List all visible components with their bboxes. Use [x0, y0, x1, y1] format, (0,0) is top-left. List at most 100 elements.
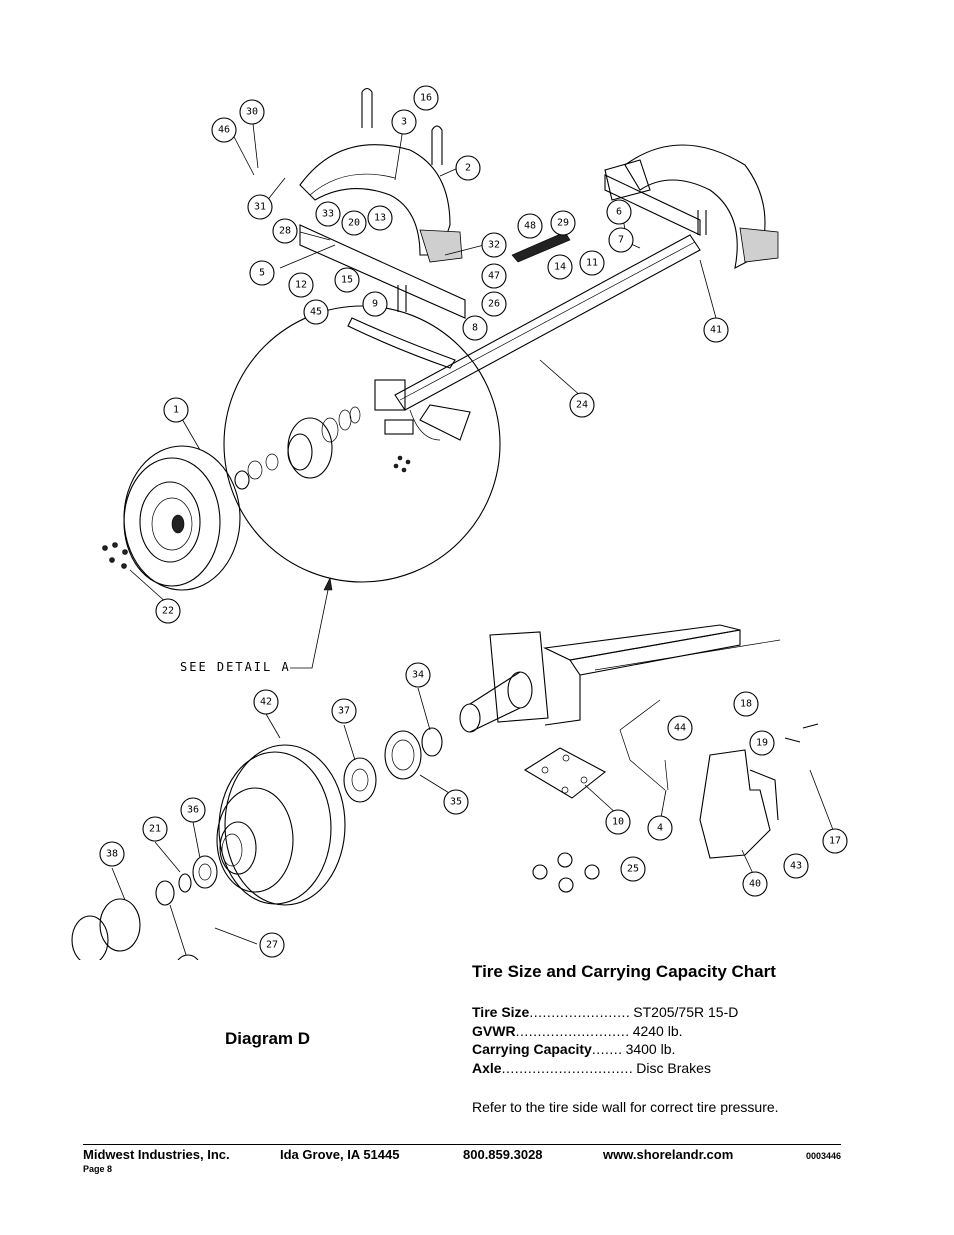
callout-bubble: [253, 689, 279, 715]
callout-number: 38: [106, 849, 118, 860]
callout-bubble: [303, 299, 329, 325]
left-fender: [299, 144, 463, 263]
callout-number: 46: [218, 125, 230, 136]
callout-number: 11: [586, 258, 598, 269]
callout-number: 48: [524, 221, 536, 232]
axle-frame: [299, 174, 701, 473]
callout-3: 3: [391, 109, 417, 135]
callout-number: 40: [749, 879, 761, 890]
callout-30: 30: [239, 99, 265, 125]
spec-leader: .......: [591, 1041, 623, 1057]
spec-row-axle: Axle .............................. Disc…: [472, 1060, 772, 1079]
callout-bubble: [481, 263, 507, 289]
callout-bubble: [334, 267, 360, 293]
callout-number: 45: [310, 307, 322, 318]
callout-bubble: [331, 698, 357, 724]
spec-value: Disc Brakes: [636, 1059, 711, 1076]
callout-17: 17: [822, 828, 848, 854]
spec-value: 4240 lb.: [632, 1022, 683, 1039]
callout-bubble: [822, 828, 848, 854]
spec-leader: ..........................: [515, 1022, 630, 1039]
footer-location: Ida Grove, IA 51445: [280, 1147, 400, 1162]
callout-36: 36: [180, 797, 206, 823]
callout-29: 29: [550, 210, 576, 236]
callout-number: 41: [710, 325, 722, 336]
callout-number: 36: [187, 805, 199, 816]
callout-number: 25: [627, 864, 639, 875]
callout-26: 26: [481, 291, 507, 317]
page-number: Page 8: [83, 1164, 113, 1174]
callout-bubble: [749, 730, 775, 756]
detail-arrow: [290, 577, 333, 669]
callout-number: 4: [657, 823, 663, 834]
callout-12: 12: [288, 272, 314, 298]
callout-bubble: [99, 841, 125, 867]
callout-1: 1: [163, 397, 189, 423]
callout-bubble: [647, 815, 673, 841]
footer-website: www.shorelandr.com: [603, 1147, 734, 1162]
callout-number: 34: [412, 670, 424, 681]
capacity-chart-title: Tire Size and Carrying Capacity Chart: [472, 962, 776, 981]
callout-bubble: [606, 199, 632, 225]
u-bolts: [361, 87, 707, 312]
callout-bubble: [315, 201, 341, 227]
callout-47: 47: [481, 263, 507, 289]
callout-25: 25: [620, 856, 646, 882]
callout-number: 32: [488, 240, 500, 251]
callout-22: 22: [155, 598, 181, 624]
callout-number: 13: [374, 213, 386, 224]
callout-bubble: [481, 232, 507, 258]
callout-bubble: [272, 218, 298, 244]
caliper: [699, 723, 819, 859]
callout-38: 38: [99, 841, 125, 867]
callout-15: 15: [334, 267, 360, 293]
parts-diagram: 3046163231332013285324829674714111215264…: [71, 85, 848, 960]
callout-20: 20: [341, 210, 367, 236]
callout-number: 21: [149, 824, 161, 835]
callout-bubble: [405, 662, 431, 688]
callout-bubble: [481, 291, 507, 317]
callout-number: 33: [322, 209, 334, 220]
callout-number: 27: [266, 940, 278, 951]
callout-33: 33: [315, 201, 341, 227]
bearings-seals: [71, 727, 443, 960]
callout-bubble: [608, 227, 634, 253]
callout-bubble: [367, 205, 393, 231]
tire-wheel: [102, 445, 241, 591]
callout-number: 1: [173, 405, 179, 416]
callout-bubble: [667, 715, 693, 741]
callout-bubble: [163, 397, 189, 423]
callout-28: 28: [272, 218, 298, 244]
spec-leader: ..............................: [501, 1059, 634, 1076]
callout-48: 48: [517, 213, 543, 239]
callout-number: 43: [790, 861, 802, 872]
footer-divider: [83, 1144, 841, 1145]
callout-bubble: [733, 691, 759, 717]
callout-2: 2: [455, 155, 481, 181]
callout-number: 12: [295, 280, 307, 291]
mounting-plate: [523, 747, 607, 799]
callout-number: 28: [279, 226, 291, 237]
spec-value: 3400 lb.: [625, 1041, 676, 1057]
callout-number: 35: [450, 797, 462, 808]
callout-35: 35: [443, 789, 469, 815]
callout-number: 18: [740, 699, 752, 710]
callout-4: 4: [647, 815, 673, 841]
callout-number: 47: [488, 271, 500, 282]
spec-label: Axle: [472, 1059, 502, 1076]
callout-32: 32: [481, 232, 507, 258]
callout-number: 29: [557, 218, 569, 229]
callout-bubble: [288, 272, 314, 298]
callout-34: 34: [405, 662, 431, 688]
footer-phone: 800.859.3028: [463, 1147, 543, 1162]
callout-bubble: [462, 315, 488, 341]
callout-8: 8: [462, 315, 488, 341]
callout-bubble: [259, 932, 285, 958]
callout-number: 8: [472, 323, 478, 334]
callout-6: 6: [606, 199, 632, 225]
callout-27: 27: [259, 932, 285, 958]
callout-number: 44: [674, 723, 686, 734]
callout-number: 14: [554, 262, 566, 273]
callout-bubble: [177, 954, 199, 960]
